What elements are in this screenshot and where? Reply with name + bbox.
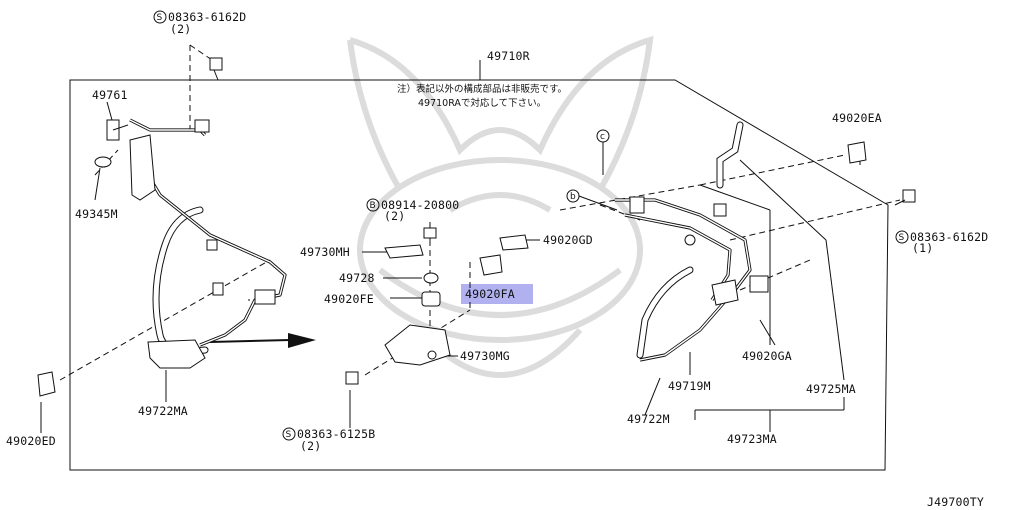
bracket-49730mh[interactable] (384, 244, 424, 259)
grommet-49020fe[interactable] (421, 291, 441, 307)
label-s08363-6162d-top[interactable]: S 08363-6162D (2) (153, 10, 246, 36)
svg-text:B: B (370, 201, 376, 211)
label-s08363-6125b[interactable]: S 08363-6125B (2) (282, 427, 375, 453)
footer-code: J49700TY (927, 495, 984, 509)
label-49761[interactable]: 49761 (92, 88, 128, 102)
bracket-49730mg[interactable] (384, 324, 451, 366)
bolt-top-s08363-6162d[interactable] (209, 57, 223, 81)
callout-c: c (596, 129, 610, 143)
label-49020ed[interactable]: 49020ED (6, 434, 56, 448)
label-49728[interactable]: 49728 (339, 271, 375, 285)
label-49730mg[interactable]: 49730MG (460, 349, 510, 363)
svg-text:08363-6162D: 08363-6162D (910, 230, 988, 244)
label-49719m[interactable]: 49719M (668, 379, 711, 393)
svg-text:b: b (570, 192, 576, 202)
right-hose-assembly-49722m[interactable] (615, 121, 769, 362)
bolt-b08914-20800[interactable] (423, 227, 437, 246)
label-49020gd[interactable]: 49020GD (543, 233, 593, 247)
svg-text:S: S (286, 430, 292, 440)
label-49020fe[interactable]: 49020FE (324, 292, 374, 306)
assembly-frame (69, 79, 889, 471)
svg-text:08363-6125B: 08363-6125B (297, 427, 375, 441)
note-line-2: 49710RAで対応して下さい。 (418, 97, 546, 109)
clip-49020ed[interactable] (37, 371, 56, 397)
bolt-right-s08363-6162d[interactable] (894, 189, 916, 206)
label-49345m[interactable]: 49345M (75, 207, 118, 221)
sensor-49761[interactable] (106, 119, 129, 141)
callout-b: b (566, 189, 580, 203)
svg-text:08363-6162D: 08363-6162D (168, 10, 246, 24)
clip-49020ea[interactable] (847, 141, 867, 164)
label-49722m[interactable]: 49722M (627, 412, 670, 426)
dashed-assembly-lines (59, 44, 901, 381)
direction-arrow (209, 333, 316, 348)
svg-text:S: S (157, 13, 163, 23)
label-49020ea[interactable]: 49020EA (832, 111, 882, 125)
label-49020fa[interactable]: 49020FA (465, 287, 515, 301)
clamp-49020fa[interactable] (479, 254, 503, 276)
o-ring-49345m[interactable] (94, 156, 112, 168)
left-hose-assembly-49722ma[interactable] (129, 118, 287, 369)
label-49722ma[interactable]: 49722MA (138, 404, 188, 418)
svg-text:(2): (2) (384, 209, 405, 223)
bolt-bottom-s08363-6125b[interactable] (345, 371, 359, 385)
clamp-49020gd[interactable] (499, 234, 529, 251)
washer-49728[interactable] (423, 272, 439, 284)
svg-text:(2): (2) (170, 22, 191, 36)
label-49723ma[interactable]: 49723MA (727, 432, 777, 446)
label-49730mh[interactable]: 49730MH (300, 245, 350, 259)
svg-text:(1): (1) (912, 241, 933, 255)
label-b08914-20800[interactable]: B 08914-20800 (2) (366, 198, 459, 223)
highlight-49020fa (461, 284, 533, 304)
label-s08363-6162d-right[interactable]: S 08363-6162D (1) (895, 230, 988, 255)
note-line-1: 注）表記以外の構成部品は非販売です。 (397, 83, 567, 95)
svg-text:S: S (899, 233, 905, 243)
svg-text:(2): (2) (300, 439, 321, 453)
label-49725ma[interactable]: 49725MA (806, 382, 856, 396)
label-49020ga[interactable]: 49020GA (742, 349, 792, 363)
svg-text:08914-20800: 08914-20800 (381, 198, 459, 212)
svg-text:c: c (600, 132, 605, 142)
label-49710r[interactable]: 49710R (487, 49, 530, 63)
